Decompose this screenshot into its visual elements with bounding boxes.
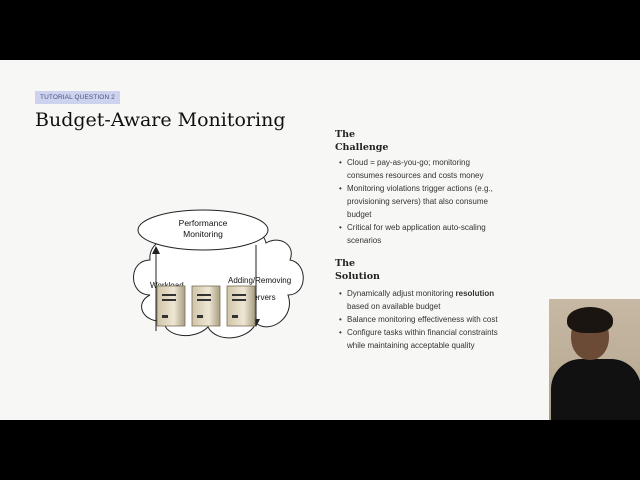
slide: TUTORIAL QUESTION 2 Budget-Aware Monitor… — [0, 60, 640, 420]
bullet-line: Balance monitoring effectiveness with co… — [347, 315, 498, 324]
bullet-text: Dynamically adjust monitoring — [347, 289, 456, 298]
right-label-line2: Servers — [248, 293, 276, 302]
server-icon — [226, 285, 256, 327]
bullet-line: Critical for web application auto-scalin… — [347, 223, 486, 232]
challenge-heading-line1: The — [335, 129, 356, 140]
list-item: Critical for web application auto-scalin… — [339, 221, 535, 247]
server-icon — [191, 285, 221, 327]
bullet-line: provisioning servers) that also consume — [347, 197, 488, 206]
performance-monitoring-node — [137, 209, 269, 251]
bullet-line: based on available budget — [347, 302, 441, 311]
challenge-list: Cloud = pay-as-you-go; monitoring consum… — [335, 156, 535, 247]
presenter-body — [551, 359, 640, 420]
solution-heading-line2: Solution — [335, 271, 380, 282]
right-column: The Challenge Cloud = pay-as-you-go; mon… — [335, 128, 535, 352]
presenter-webcam — [549, 299, 640, 420]
solution-heading: The Solution — [335, 257, 395, 283]
list-item: Balance monitoring effectiveness with co… — [339, 313, 535, 326]
challenge-heading: The Challenge — [335, 128, 395, 154]
solution-heading-line1: The — [335, 258, 356, 269]
tutorial-tag: TUTORIAL QUESTION 2 — [35, 91, 120, 104]
server-icon — [156, 285, 186, 327]
bullet-line: Monitoring violations trigger actions (e… — [347, 184, 493, 193]
workload-label: Workload — [150, 281, 184, 290]
bullet-line: Dynamically adjust monitoring resolution — [347, 287, 535, 300]
list-item: Cloud = pay-as-you-go; monitoring consum… — [339, 156, 535, 182]
bullet-line: scenarios — [347, 236, 382, 245]
top-node-line2: Monitoring — [183, 229, 223, 239]
challenge-heading-line2: Challenge — [335, 142, 389, 153]
bullet-line: budget — [347, 210, 372, 219]
top-node-line1: Performance — [179, 218, 228, 228]
presenter-hair — [567, 307, 613, 333]
solution-list: Dynamically adjust monitoring resolution… — [335, 287, 535, 352]
bullet-line: Cloud = pay-as-you-go; monitoring — [347, 158, 470, 167]
bullet-line: consumes resources and costs money — [347, 171, 484, 180]
emphasis-text: resolution — [455, 289, 495, 298]
list-item: Monitoring violations trigger actions (e… — [339, 182, 535, 221]
slide-title: Budget-Aware Monitoring — [35, 109, 286, 131]
list-item: Configure tasks within financial constra… — [339, 326, 535, 352]
bullet-line: Configure tasks within financial constra… — [347, 328, 498, 337]
bullet-line: while maintaining acceptable quality — [347, 341, 475, 350]
right-label-line1: Adding/Removing — [228, 276, 291, 285]
list-item: Dynamically adjust monitoring resolution… — [339, 287, 535, 313]
architecture-diagram: Performance Monitoring Workload Adding/R… — [133, 209, 304, 339]
